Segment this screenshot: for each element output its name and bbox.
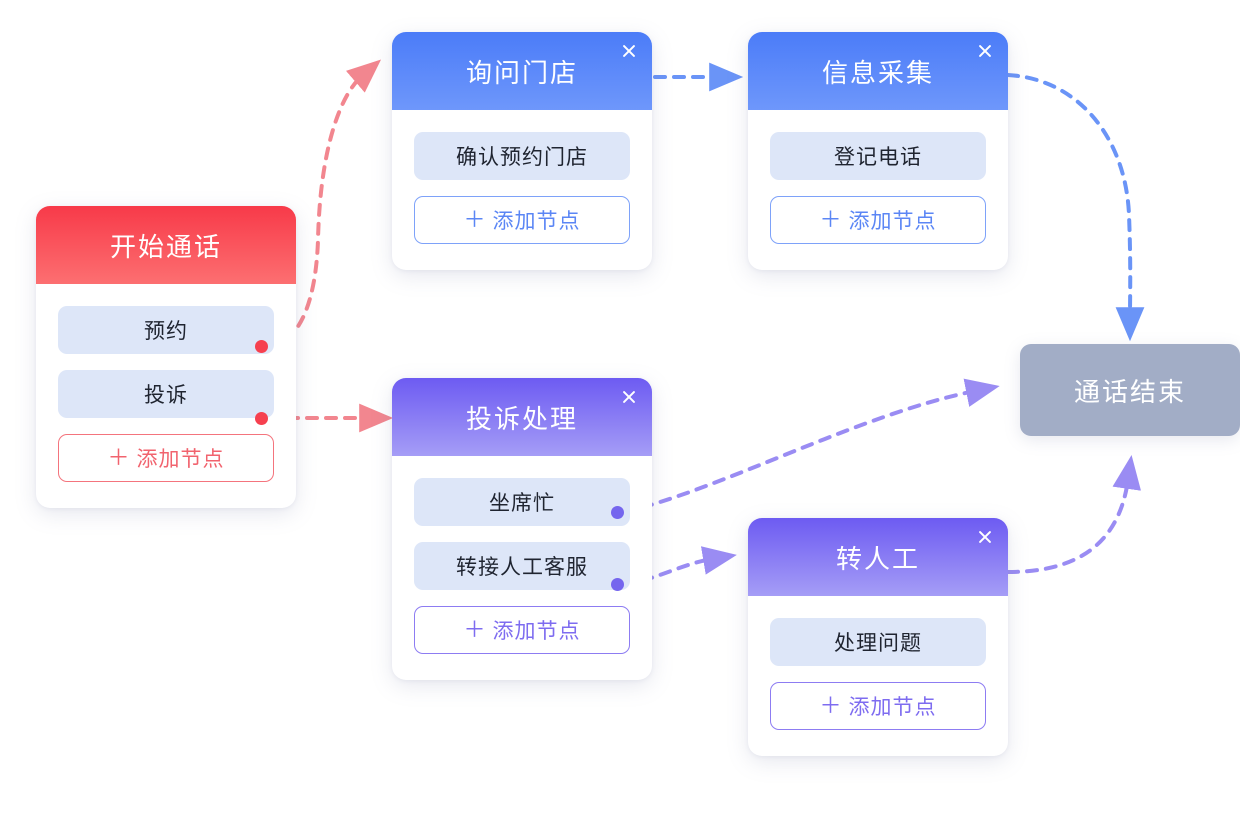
node-transfer-agent-header: 转人工 [748,518,1008,596]
close-icon[interactable] [618,40,640,62]
node-complaint-handling-body: 坐席忙 转接人工客服 ＋ 添加节点 [392,456,652,680]
plus-icon: ＋ [819,693,843,718]
add-node-button-transfer-agent[interactable]: ＋ 添加节点 [770,682,986,730]
close-icon[interactable] [974,40,996,62]
node-ask-store[interactable]: 询问门店 确认预约门店 ＋ 添加节点 [392,32,652,270]
add-node-button-ask-store[interactable]: ＋ 添加节点 [414,196,630,244]
node-complaint-handling-title: 投诉处理 [465,403,578,434]
chip-appointment[interactable]: 预约 [58,306,274,354]
node-ask-store-title: 询问门店 [465,57,578,88]
plus-icon: ＋ [819,207,843,232]
node-start-call[interactable]: 开始通话 预约 投诉 ＋ 添加节点 [36,206,296,508]
port-appointment[interactable] [255,340,268,353]
add-node-button-collect-info[interactable]: ＋ 添加节点 [770,196,986,244]
add-node-label: 添加节点 [136,448,225,471]
edge-collect-info-to-call-end [1006,73,1145,342]
add-node-label: 添加节点 [492,620,581,643]
add-node-label: 添加节点 [848,210,937,233]
node-transfer-agent-title: 转人工 [835,543,920,574]
plus-icon: ＋ [463,207,487,232]
node-start-call-title: 开始通话 [109,231,222,262]
chip-complaint[interactable]: 投诉 [58,370,274,418]
add-node-label: 添加节点 [492,210,581,233]
port-transfer-to-agent[interactable] [611,578,624,591]
node-complaint-handling-header: 投诉处理 [392,378,652,456]
plus-icon: ＋ [107,445,131,470]
node-start-call-body: 预约 投诉 ＋ 添加节点 [36,284,296,508]
node-collect-info-body: 登记电话 ＋ 添加节点 [748,110,1008,270]
node-transfer-agent[interactable]: 转人工 处理问题 ＋ 添加节点 [748,518,1008,756]
plus-icon: ＋ [463,617,487,642]
chip-transfer-to-agent[interactable]: 转接人工客服 [414,542,630,590]
chip-register-phone[interactable]: 登记电话 [770,132,986,180]
node-ask-store-body: 确认预约门店 ＋ 添加节点 [392,110,652,270]
node-transfer-agent-body: 处理问题 ＋ 添加节点 [748,596,1008,756]
edge-agent-busy-to-call-end [622,378,1000,514]
close-icon[interactable] [618,386,640,408]
chip-confirm-store[interactable]: 确认预约门店 [414,132,630,180]
close-icon[interactable] [974,526,996,548]
port-agent-busy[interactable] [611,506,624,519]
node-call-end-label: 通话结束 [1073,376,1186,407]
chip-handle-issue[interactable]: 处理问题 [770,618,986,666]
node-collect-info-header: 信息采集 [748,32,1008,110]
node-collect-info[interactable]: 信息采集 登记电话 ＋ 添加节点 [748,32,1008,270]
node-ask-store-header: 询问门店 [392,32,652,110]
node-complaint-handling[interactable]: 投诉处理 坐席忙 转接人工客服 ＋ 添加节点 [392,378,652,680]
add-node-label: 添加节点 [848,696,937,719]
node-collect-info-title: 信息采集 [821,57,934,88]
add-node-button-start-call[interactable]: ＋ 添加节点 [58,434,274,482]
node-call-end[interactable]: 通话结束 [1020,344,1240,436]
edge-agent-node-to-call-end [1006,455,1142,574]
node-start-call-header: 开始通话 [36,206,296,284]
chip-agent-busy[interactable]: 坐席忙 [414,478,630,526]
port-complaint[interactable] [255,412,268,425]
add-node-button-complaint-handling[interactable]: ＋ 添加节点 [414,606,630,654]
